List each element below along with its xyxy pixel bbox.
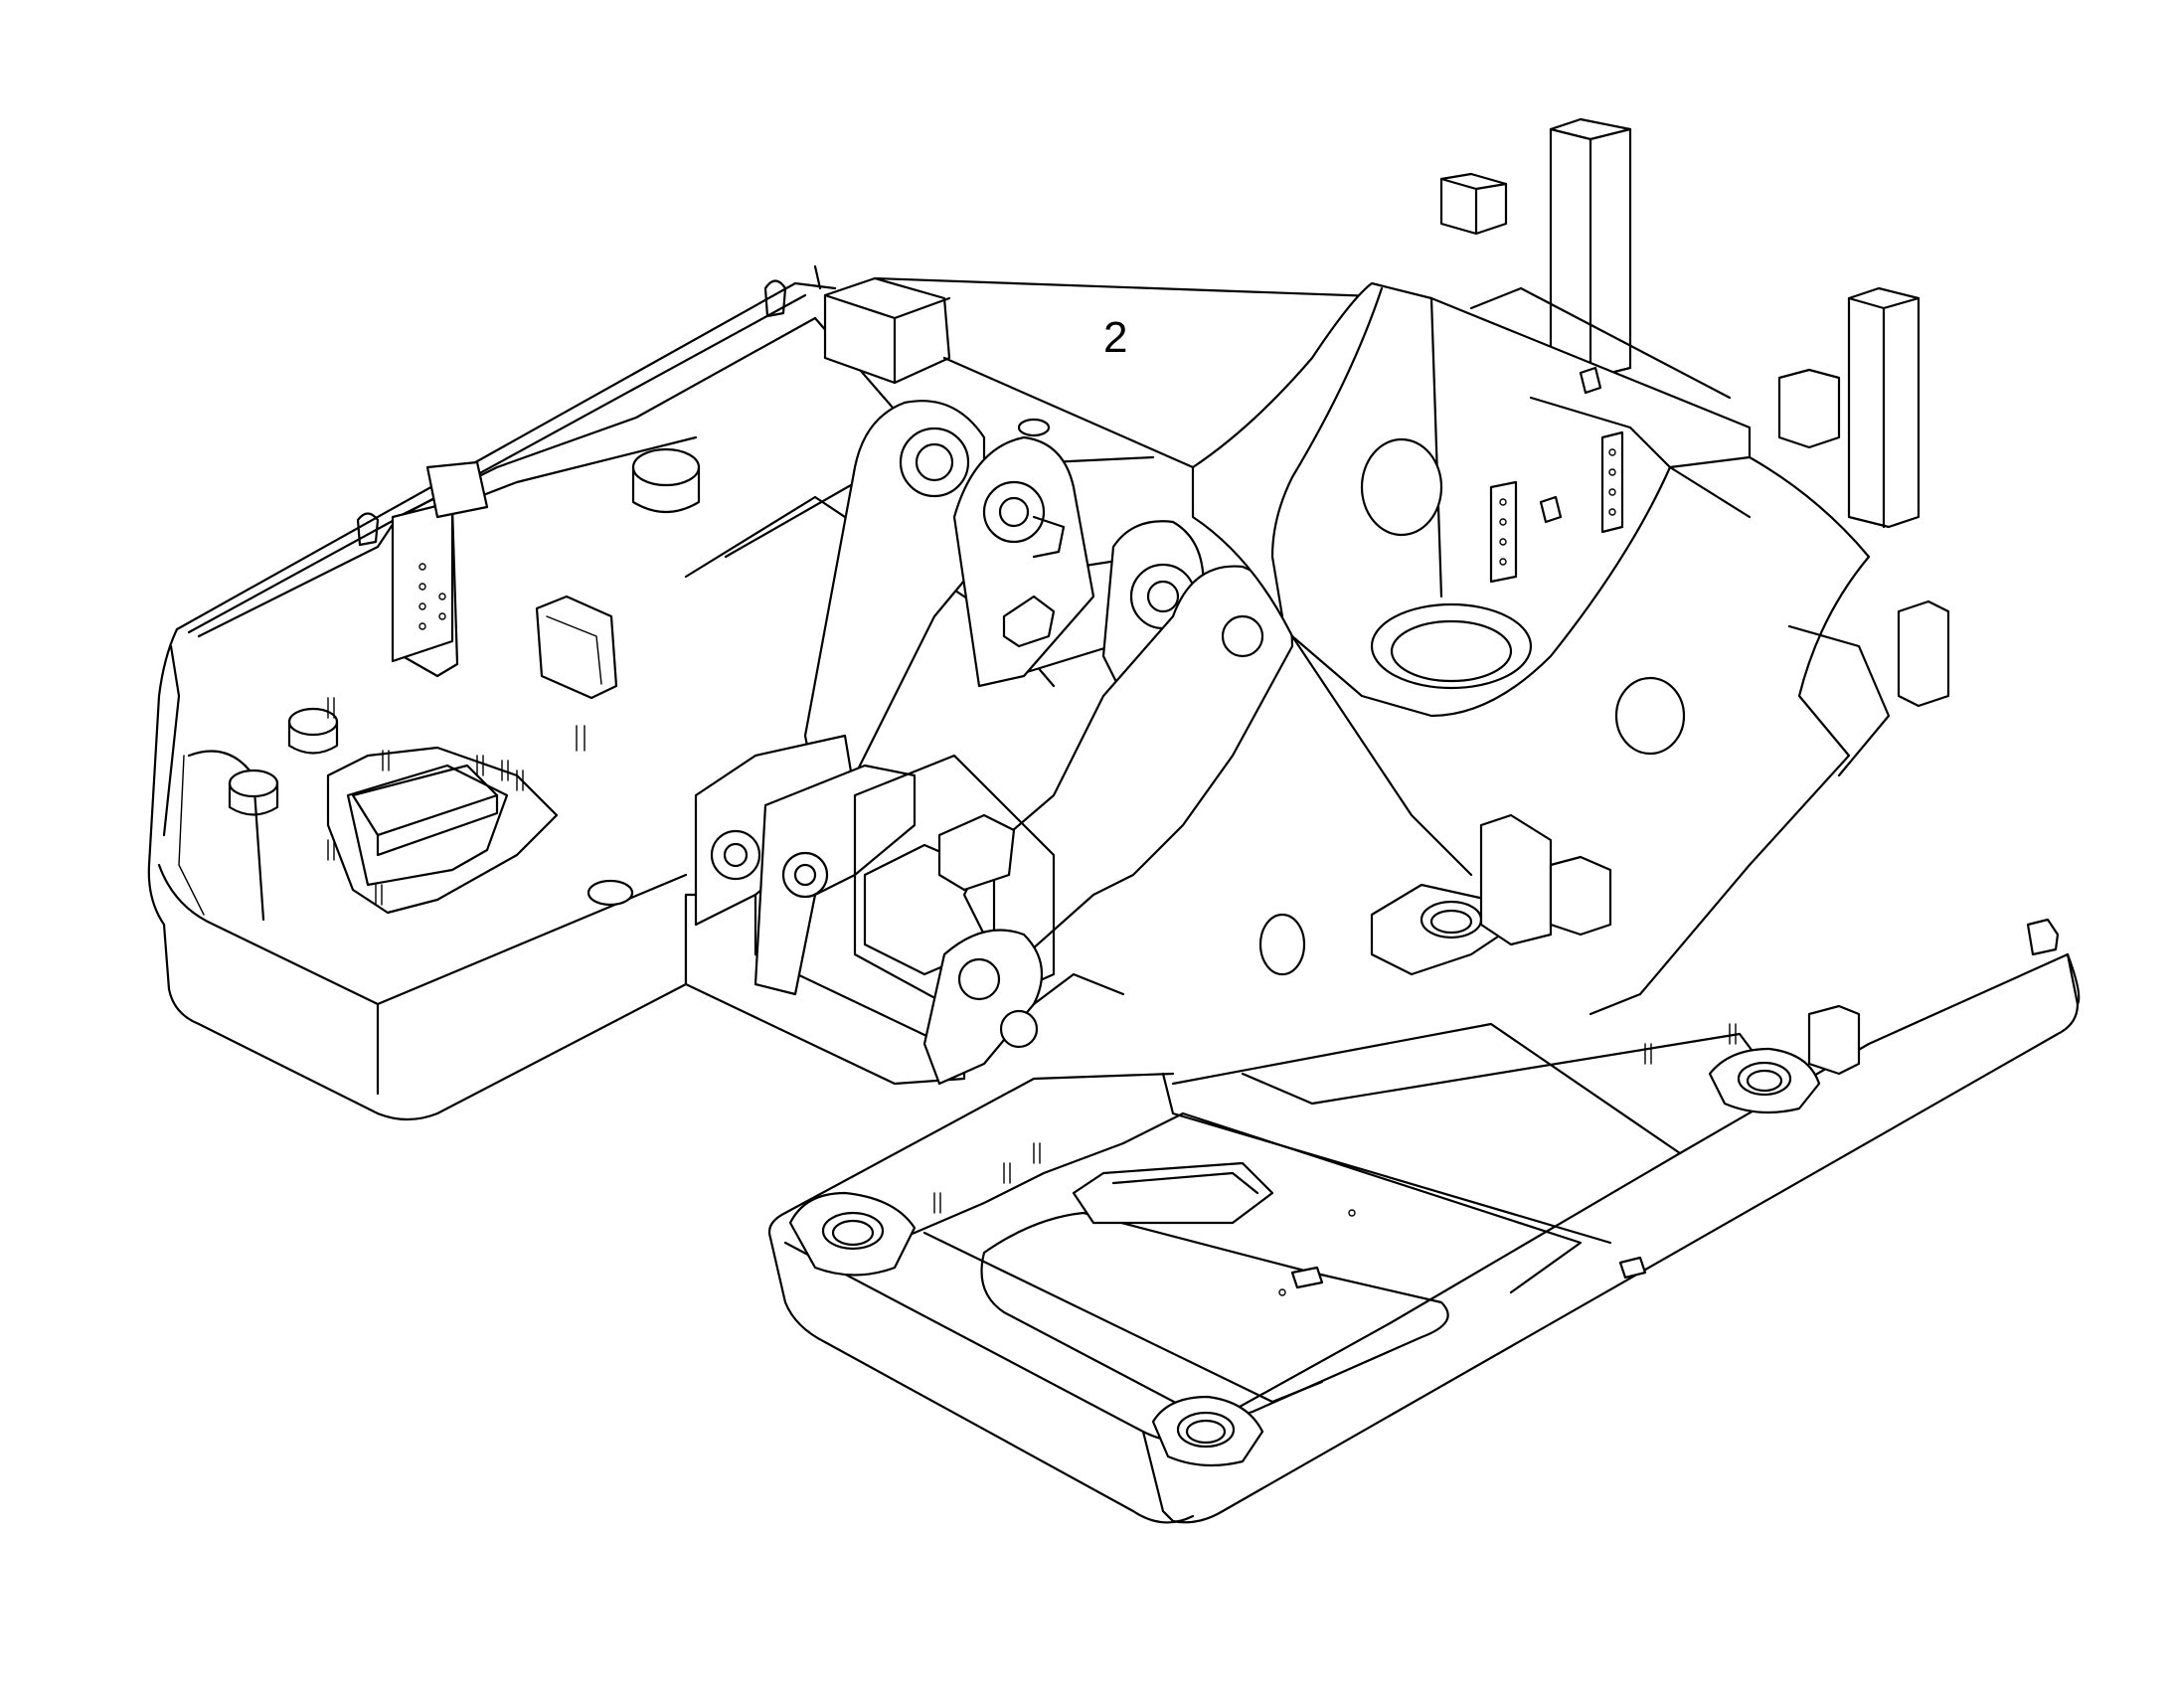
front-right-platform	[767, 813, 2081, 1524]
left-deck-platform	[147, 264, 837, 1121]
right-tower-frame	[1191, 117, 1950, 1016]
boom-mount-brackets	[684, 400, 1294, 1086]
part-number-label: 2	[1103, 313, 1128, 362]
